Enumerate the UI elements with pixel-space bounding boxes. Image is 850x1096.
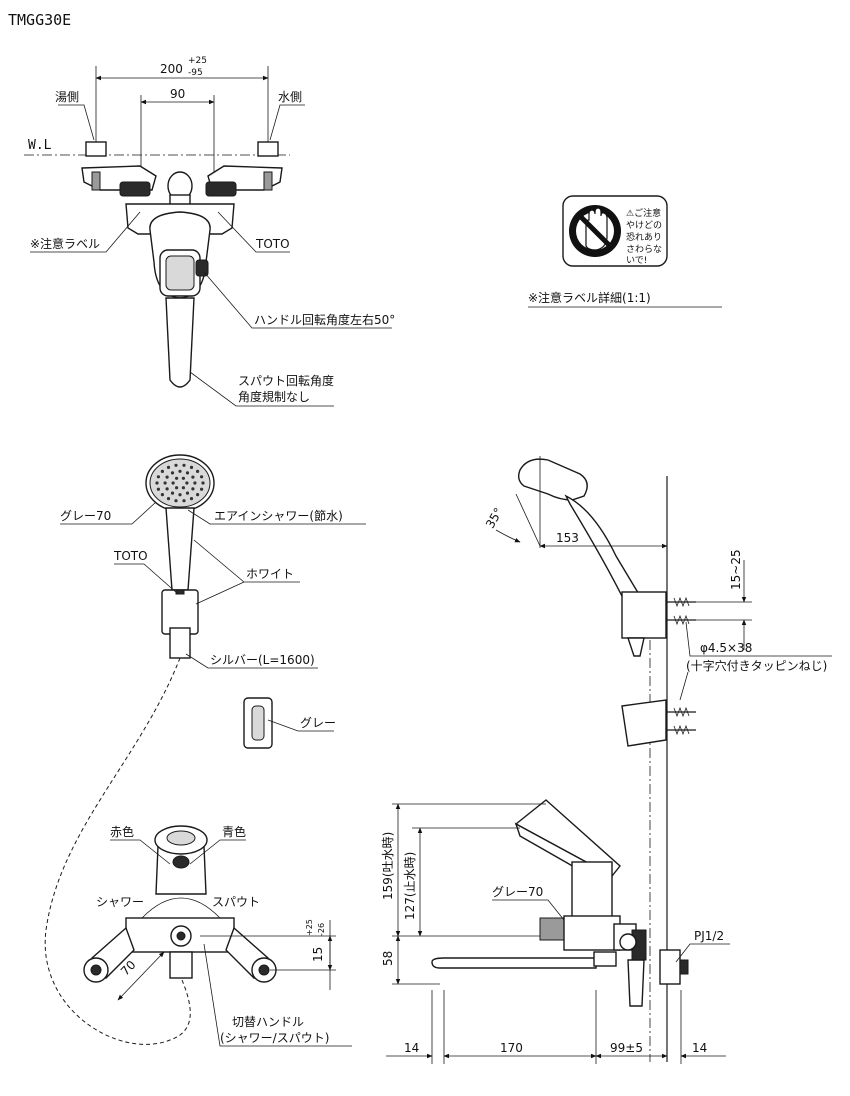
wl-label: W.L [28, 138, 52, 153]
spout-label: スパウト [212, 895, 260, 909]
nozzle-dot [165, 475, 169, 479]
red-label: 赤色 [110, 825, 134, 839]
hot-side-label: 湯側 [55, 90, 79, 104]
caution-detail-label: ※注意ラベル詳細(1:1) [528, 290, 651, 305]
nozzle-dot [175, 486, 179, 490]
gray70-label-shower: グレー70 [60, 509, 111, 523]
nozzle-dot [200, 475, 204, 479]
nozzle-dot [182, 463, 186, 467]
blue-label: 青色 [222, 825, 246, 839]
model-title: TMGG30E [8, 11, 71, 29]
dim-170: 170 [500, 1041, 523, 1055]
nozzle-dot [156, 475, 160, 479]
top-view: 200 +25 -95 90 湯側 水側 W.L [24, 56, 395, 407]
caution-line-2: やけどの [626, 220, 662, 231]
hose-label: シルバー(L=1600) [210, 653, 315, 667]
spout-rotation-label-1: スパウト回転角度 [238, 373, 334, 388]
nozzle-dot [201, 481, 205, 485]
spout-rotation-label-2: 角度規制なし [238, 389, 310, 404]
nozzle-dot [181, 476, 185, 480]
nozzle-dot [189, 465, 194, 469]
switch-handle-label-1: 切替ハンドル [232, 1015, 304, 1029]
nozzle-dot [185, 471, 190, 475]
nozzle-dot [174, 463, 178, 467]
pj-label: PJ1/2 [694, 929, 724, 943]
dim-200: 200 [160, 62, 183, 76]
dim-200-tol-plus: +25 [188, 56, 207, 66]
switch-handle-label-2: (シャワー/スパウト) [220, 1031, 329, 1045]
nozzle-dot [156, 487, 160, 491]
cold-side-label: 水側 [278, 90, 302, 104]
nozzle-dot [191, 475, 195, 479]
dim-153: 153 [556, 531, 579, 545]
nozzle-dot [166, 497, 171, 501]
nozzle-dot [163, 481, 167, 485]
dim-15-tol-minus: -26 [317, 923, 326, 936]
bottom-view: 赤色 青色 シャワー スパウト 70 15 +25 -26 切替ハンドル (シャ… [83, 825, 352, 1047]
screws-upper [666, 596, 696, 626]
dim-99: 99±5 [610, 1041, 643, 1055]
shower-nozzles [155, 463, 205, 503]
nozzle-dot [178, 493, 182, 497]
dim-159: 159(吐水時) [381, 832, 395, 900]
nozzle-dot [191, 487, 195, 491]
dim-14-b: 14 [692, 1041, 707, 1055]
nozzle-dot [185, 491, 190, 495]
nozzle-dot [174, 499, 178, 503]
nozzle-dot [170, 471, 175, 475]
caution-line-3: 恐れあり [626, 232, 662, 243]
side-view: 35° 153 15~25 φ4.5×38 (十字穴付きタッピンねじ) [381, 456, 832, 1064]
dim-200-tol-minus: -95 [188, 68, 203, 78]
dim-127: 127(止水時) [403, 852, 417, 920]
nozzle-dot [185, 481, 189, 485]
nozzle-dot [182, 499, 186, 503]
nozzle-dot [175, 476, 179, 480]
nozzle-dot [171, 481, 175, 485]
nozzle-dot [166, 465, 171, 469]
caution-label-detail: ⚠ご注意 やけどの 恐れあり さわらな いで! ※注意ラベル詳細(1:1) [528, 195, 722, 308]
nozzle-dot [196, 493, 200, 497]
nozzle-dot [155, 481, 159, 485]
shower-view: グレー70 エアインシャワー(節水) TOTO ホワイト シルバー(L=1600… [44, 454, 366, 1045]
nozzle-dot [193, 481, 197, 485]
nozzle-dot [200, 487, 204, 491]
nozzle-dot [160, 493, 164, 497]
caution-line-4: さわらな [626, 244, 662, 255]
nozzle-dot [165, 487, 169, 491]
caution-line-1: ⚠ご注意 [626, 207, 661, 219]
nozzle-dot [196, 469, 200, 473]
white-label: ホワイト [246, 567, 294, 581]
nozzle-dot [181, 486, 185, 490]
nozzle-dot [178, 469, 182, 473]
dim-58: 58 [381, 951, 395, 966]
dim-15-tol-plus: +25 [305, 919, 314, 936]
air-in-shower-label: エアインシャワー(節水) [214, 508, 343, 523]
shower-label: シャワー [96, 895, 144, 909]
dim-15: 15 [311, 947, 325, 962]
nozzle-dot [170, 491, 175, 495]
nozzle-dot [189, 497, 194, 501]
toto-label-top: TOTO [255, 237, 290, 251]
dim-90: 90 [170, 87, 185, 101]
screw-spec: φ4.5×38 [700, 641, 752, 655]
screw-desc: (十字穴付きタッピンねじ) [686, 658, 827, 673]
gray70-label-side: グレー70 [492, 885, 543, 899]
nozzle-dot [160, 469, 164, 473]
toto-label-shower: TOTO [113, 549, 148, 563]
gray-label: グレー [300, 716, 336, 730]
dim-14-a: 14 [404, 1041, 419, 1055]
handle-rotation-label: ハンドル回転角度左右50° [254, 312, 395, 327]
dim-15-25: 15~25 [729, 549, 743, 590]
caution-line-5: いで! [626, 256, 647, 266]
angle-35: 35° [483, 505, 506, 530]
caution-label-ref: ※注意ラベル [30, 236, 100, 251]
